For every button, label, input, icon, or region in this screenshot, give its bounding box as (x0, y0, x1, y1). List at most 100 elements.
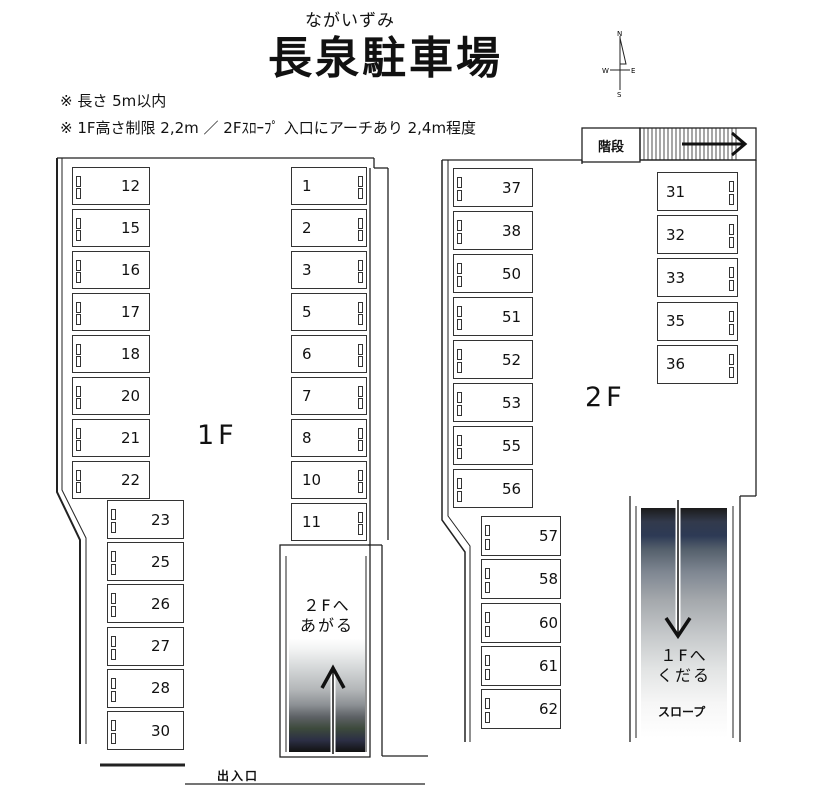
stall-marker (457, 177, 462, 188)
stall-marker (358, 188, 363, 199)
parking-space-56: 56 (453, 469, 533, 508)
stall-marker (358, 272, 363, 283)
parking-space-number: 38 (502, 221, 522, 240)
stall-marker (358, 176, 363, 187)
stall-marker (457, 435, 462, 446)
stall-marker (111, 677, 116, 689)
page-title: 長泉駐車場 (268, 33, 503, 84)
stall-marker (457, 233, 462, 244)
stall-marker (485, 625, 490, 637)
stall-marker (358, 428, 363, 439)
parking-space-number: 61 (539, 656, 559, 675)
stall-marker (485, 568, 490, 580)
stall-marker (111, 733, 116, 744)
parking-space-number: 2 (302, 219, 312, 237)
parking-space-number: 50 (502, 264, 522, 283)
stall-marker (111, 509, 116, 520)
stall-marker (76, 188, 81, 199)
parking-space-1: 1 (291, 167, 367, 205)
parking-space-number: 52 (502, 350, 522, 369)
parking-space-number: 25 (151, 552, 171, 571)
stall-marker (457, 362, 462, 373)
stall-marker (485, 654, 490, 666)
stall-marker (729, 366, 734, 378)
stall-marker (76, 260, 81, 271)
ramp-1f-up (289, 556, 365, 752)
parking-space-5: 5 (291, 293, 367, 331)
stall-marker (358, 398, 363, 409)
stall-marker (358, 356, 363, 367)
parking-space-25: 25 (107, 542, 184, 582)
stall-marker (358, 344, 363, 355)
stall-marker (358, 314, 363, 325)
stall-marker (76, 440, 81, 451)
stall-marker (358, 260, 363, 271)
parking-space-number: 55 (502, 436, 522, 455)
parking-space-7: 7 (291, 377, 367, 415)
stall-marker (358, 302, 363, 313)
parking-space-number: 37 (502, 178, 522, 197)
parking-space-31: 31 (657, 172, 738, 211)
parking-space-35: 35 (657, 301, 738, 341)
stairs-arrow-icon (682, 131, 748, 157)
ramp-1f-line2: あがる (299, 616, 354, 635)
parking-space-number: 35 (666, 312, 686, 331)
stall-marker (358, 440, 363, 451)
ramp-2f-text: １Fへ くだる (641, 646, 727, 686)
floor-1f-label: 1F (197, 420, 238, 451)
parking-space-6: 6 (291, 335, 367, 373)
parking-space-number: 6 (302, 345, 312, 363)
stall-marker (729, 310, 734, 322)
parking-space-36: 36 (657, 344, 738, 384)
parking-space-number: 62 (539, 700, 559, 719)
parking-space-33: 33 (657, 258, 738, 298)
parking-space-57: 57 (481, 516, 561, 556)
stall-marker (729, 224, 734, 236)
height-note: ※ 1F高さ制限 2,2m ／ 2Fｽﾛｰﾌﾟ 入口にアーチあり 2,4m程度 (60, 119, 477, 137)
stall-marker (76, 428, 81, 439)
parking-space-number: 53 (502, 393, 522, 412)
parking-space-18: 18 (72, 335, 150, 373)
parking-space-number: 60 (539, 613, 559, 632)
stall-marker (111, 648, 116, 660)
parking-space-38: 38 (453, 211, 533, 250)
parking-space-2: 2 (291, 209, 367, 247)
parking-space-number: 20 (121, 387, 141, 405)
stall-marker (76, 386, 81, 397)
up-arrow-icon (320, 664, 346, 754)
parking-space-51: 51 (453, 297, 533, 336)
down-arrow-icon (664, 500, 692, 640)
compass-w: W (602, 67, 609, 75)
parking-space-number: 17 (121, 303, 141, 321)
stall-marker (729, 323, 734, 335)
parking-space-number: 3 (302, 261, 312, 279)
stall-marker (485, 712, 490, 724)
stall-marker (76, 482, 81, 493)
parking-space-53: 53 (453, 383, 533, 422)
parking-space-60: 60 (481, 602, 561, 643)
parking-space-26: 26 (107, 584, 184, 624)
stall-marker (76, 398, 81, 409)
compass-e: E (631, 67, 635, 75)
parking-space-number: 32 (666, 225, 686, 244)
stall-marker (457, 306, 462, 317)
parking-space-number: 26 (151, 594, 171, 613)
ramp-2f-line1: １Fへ (660, 646, 708, 665)
parking-space-number: 28 (151, 679, 171, 698)
compass-icon: N S E W (602, 30, 635, 98)
stall-marker (457, 448, 462, 459)
parking-space-23: 23 (107, 500, 184, 539)
stall-marker (457, 276, 462, 287)
stall-marker (358, 230, 363, 241)
floor-2f-label: 2F (585, 382, 626, 413)
stall-marker (485, 698, 490, 710)
parking-space-16: 16 (72, 251, 150, 289)
parking-space-number: 57 (539, 527, 559, 545)
length-note: ※ 長さ 5m以内 (60, 92, 167, 110)
stall-marker (76, 470, 81, 481)
stall-marker (111, 593, 116, 605)
stall-marker (457, 190, 462, 201)
compass-n: N (617, 30, 622, 38)
parking-space-number: 8 (302, 429, 312, 447)
stall-marker (76, 176, 81, 187)
